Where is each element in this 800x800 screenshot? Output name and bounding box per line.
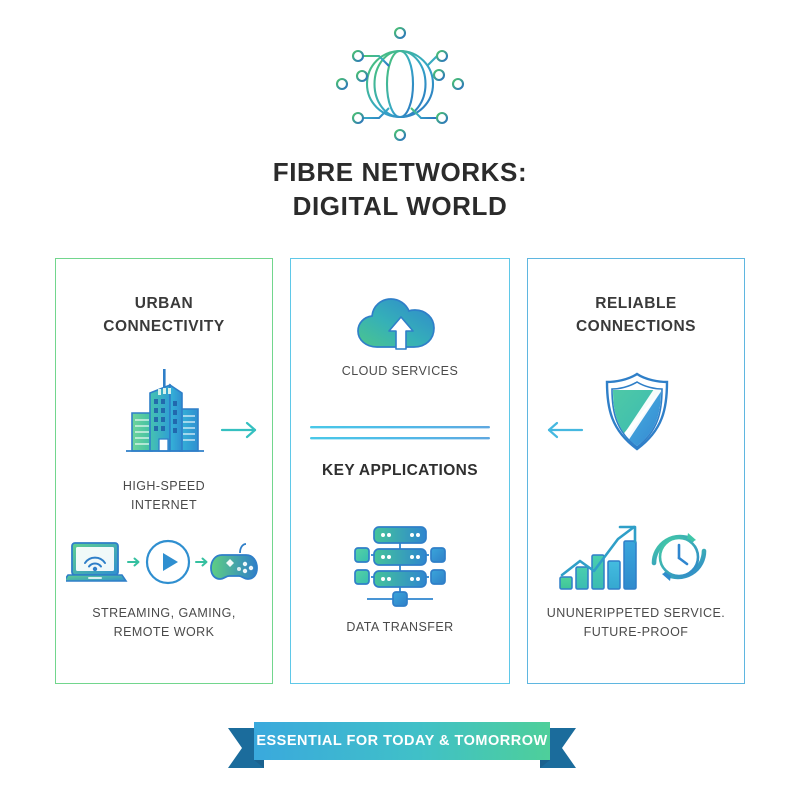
cloud-upload-icon <box>353 289 449 364</box>
globe-network-icon <box>300 22 500 147</box>
panel-reliable-heading-line-1: RELIABLE <box>595 295 677 312</box>
city-buildings-icon <box>124 367 206 458</box>
panel-reliable-heading-line-2: CONNECTIONS <box>575 318 697 336</box>
panel-urban-heading: URBAN CONNECTIVITY <box>56 292 272 339</box>
title-line-1: FIBRE NETWORKS: <box>272 157 528 187</box>
server-network-icon <box>347 525 453 614</box>
caption-line-2: INTERNET <box>130 498 198 513</box>
banner-ribbon: ESSENTIAL FOR TODAY & TOMORROW <box>228 722 576 774</box>
panel-key-applications[interactable]: CLOUD SERVICES <box>290 258 510 684</box>
arrow-left-icon <box>542 419 584 446</box>
caption-line-1: DATA TRANSFER <box>346 620 454 634</box>
panel-urban-connectivity[interactable]: URBAN CONNECTIVITY <box>55 258 273 684</box>
panel-urban-secondary-caption: STREAMING, GAMING, REMOTE WORK <box>56 604 272 643</box>
shield-icon <box>601 371 673 458</box>
panel-mid-primary-caption: CLOUD SERVICES <box>291 362 509 381</box>
panel-reliable-secondary-caption: UNUNERIPPETED SERVICE. FUTURE-PROOF <box>528 604 744 643</box>
caption-line-1: STREAMING, GAMING, <box>92 606 236 620</box>
caption-line-2: FUTURE-PROOF <box>583 625 689 640</box>
double-line-divider <box>310 420 490 442</box>
caption-line-2: REMOTE WORK <box>113 625 215 640</box>
panel-reliable-connections[interactable]: RELIABLE CONNECTIONS <box>527 258 745 684</box>
caption-line-1: HIGH-SPEED <box>122 479 206 493</box>
streaming-icon-row <box>62 537 262 594</box>
page-title: FIBRE NETWORKS: DIGITAL WORLD <box>100 155 700 224</box>
title-line-2: DIGITAL WORLD <box>292 191 508 222</box>
caption-line-1: UNUNERIPPETED SERVICE. <box>546 606 726 620</box>
arrow-right-icon <box>220 419 262 446</box>
panel-reliable-heading: RELIABLE CONNECTIONS <box>528 292 744 339</box>
panel-urban-heading-line-2: CONNECTIVITY <box>103 318 225 336</box>
reliability-icon-row <box>556 521 716 600</box>
panel-urban-primary-caption: HIGH-SPEED INTERNET <box>56 477 272 516</box>
caption-line-1: CLOUD SERVICES <box>341 364 459 378</box>
panel-mid-secondary-caption: DATA TRANSFER <box>290 618 510 637</box>
panel-urban-heading-line-1: URBAN <box>134 295 194 312</box>
panel-mid-subheading: KEY APPLICATIONS <box>322 462 478 479</box>
